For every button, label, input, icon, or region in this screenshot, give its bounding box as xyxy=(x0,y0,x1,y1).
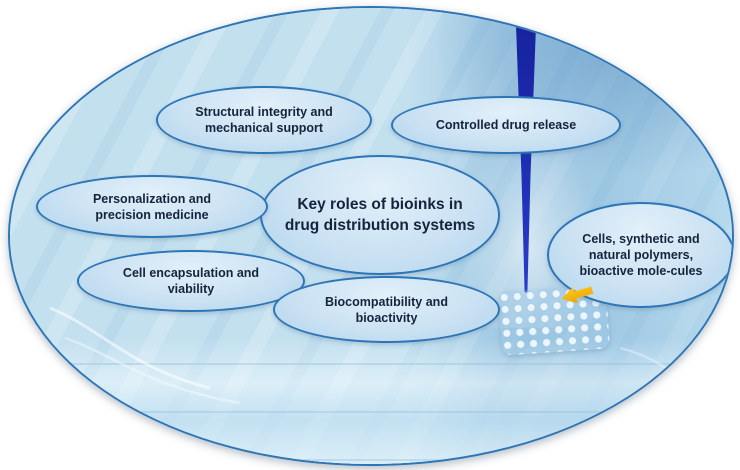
bubble-cell-encapsulation: Cell encapsulation and viability xyxy=(77,250,305,312)
bubble-central-title: Key roles of bioinks in drug distributio… xyxy=(260,155,500,275)
bubble-label: Cells, synthetic and natural polymers, b… xyxy=(579,232,703,278)
bubble-label: Cell encapsulation and viability xyxy=(122,266,260,296)
lab-bench-area xyxy=(10,339,732,464)
bubble-personalization: Personalization and precision medicine xyxy=(36,175,268,238)
bubble-structural-integrity: Structural integrity and mechanical supp… xyxy=(156,86,372,154)
bubble-biocompatibility: Biocompatibility and bioactivity xyxy=(273,276,500,343)
bubble-label: Personalization and precision medicine xyxy=(92,191,212,222)
bubble-label: Structural integrity and mechanical supp… xyxy=(195,105,333,135)
bubble-label: Biocompatibility and bioactivity xyxy=(325,294,448,325)
bubble-label: Controlled drug release xyxy=(435,118,577,132)
central-title-label: Key roles of bioinks in drug distributio… xyxy=(284,195,476,234)
bubble-polymers: Cells, synthetic and natural polymers, b… xyxy=(547,202,732,308)
bubble-controlled-drug-release: Controlled drug release xyxy=(391,96,621,154)
diagram-outer-ellipse: Key roles of bioinks in drug distributio… xyxy=(8,6,734,466)
